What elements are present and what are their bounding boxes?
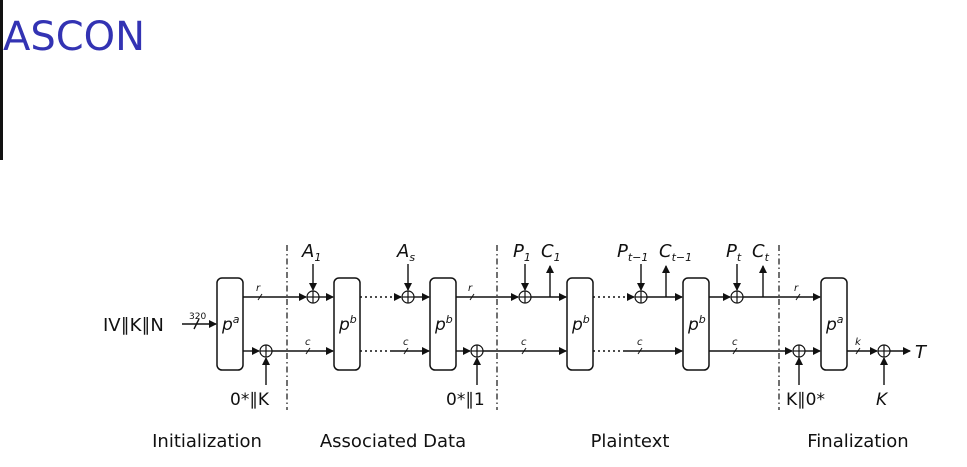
xor-init-key xyxy=(259,344,273,358)
xor-tag xyxy=(877,344,891,358)
xor-pt xyxy=(730,290,744,304)
lane-label-r-2: r xyxy=(468,283,473,294)
label-tag-key: K xyxy=(876,390,889,410)
section-plaintext: Plaintext xyxy=(591,431,670,452)
lane-label-c-5: c xyxy=(732,337,738,348)
pa-final-label: pa xyxy=(825,313,844,335)
left-edge-bar xyxy=(0,0,3,160)
lane-label-c-3: c xyxy=(521,337,527,348)
lane-label-c-2: c xyxy=(403,337,409,348)
permutation-pb-3 xyxy=(566,277,594,371)
section-associated-data: Associated Data xyxy=(320,431,466,452)
pb4-label: pb xyxy=(687,313,706,335)
label-domain-sep: 0*∥1 xyxy=(446,390,485,410)
label-p1: P1 xyxy=(513,241,531,264)
pb1-label: pb xyxy=(338,313,357,335)
pb3-label: pb xyxy=(571,313,590,335)
permutation-pb-4 xyxy=(682,277,710,371)
lane-slash-marks xyxy=(257,293,861,355)
input-width-label: 320 xyxy=(189,312,206,322)
label-ct-1: Ct−1 xyxy=(659,241,692,264)
label-init-key: 0*∥K xyxy=(230,390,270,410)
xor-as xyxy=(401,290,415,304)
xor-pt1 xyxy=(634,290,648,304)
lane-label-c-4: c xyxy=(637,337,643,348)
section-finalization: Finalization xyxy=(807,431,908,452)
lane-label-c-1: c xyxy=(305,337,311,348)
input-label: IV∥K∥N xyxy=(103,315,164,336)
lane-label-r-3: r xyxy=(794,283,799,294)
pa-initial-label: pa xyxy=(221,313,240,335)
label-final-key: K∥0* xyxy=(786,390,825,410)
xor-final-key xyxy=(792,344,806,358)
label-c1: C1 xyxy=(541,241,561,264)
slide-title: ASCON xyxy=(3,14,146,60)
lane-label-r-1: r xyxy=(256,283,261,294)
permutation-pa-final xyxy=(820,277,848,371)
permutation-pb-2 xyxy=(429,277,457,371)
section-initialization: Initialization xyxy=(152,431,262,452)
label-pt-1: Pt−1 xyxy=(617,241,648,264)
lane-label-k: k xyxy=(855,337,862,348)
xor-p1 xyxy=(518,290,532,304)
xor-domain-sep xyxy=(470,344,484,358)
label-ct: Ct xyxy=(752,241,770,264)
label-pt: Pt xyxy=(726,241,742,264)
pb2-label: pb xyxy=(434,313,453,335)
output-tag-label: T xyxy=(915,342,928,363)
label-a1: A1 xyxy=(301,241,321,264)
label-as: As xyxy=(396,241,415,264)
xor-nodes xyxy=(259,290,891,358)
permutation-pb-1 xyxy=(333,277,361,371)
permutation-pa-initial xyxy=(216,277,244,371)
xor-a1 xyxy=(306,290,320,304)
phase-separators xyxy=(286,245,780,410)
